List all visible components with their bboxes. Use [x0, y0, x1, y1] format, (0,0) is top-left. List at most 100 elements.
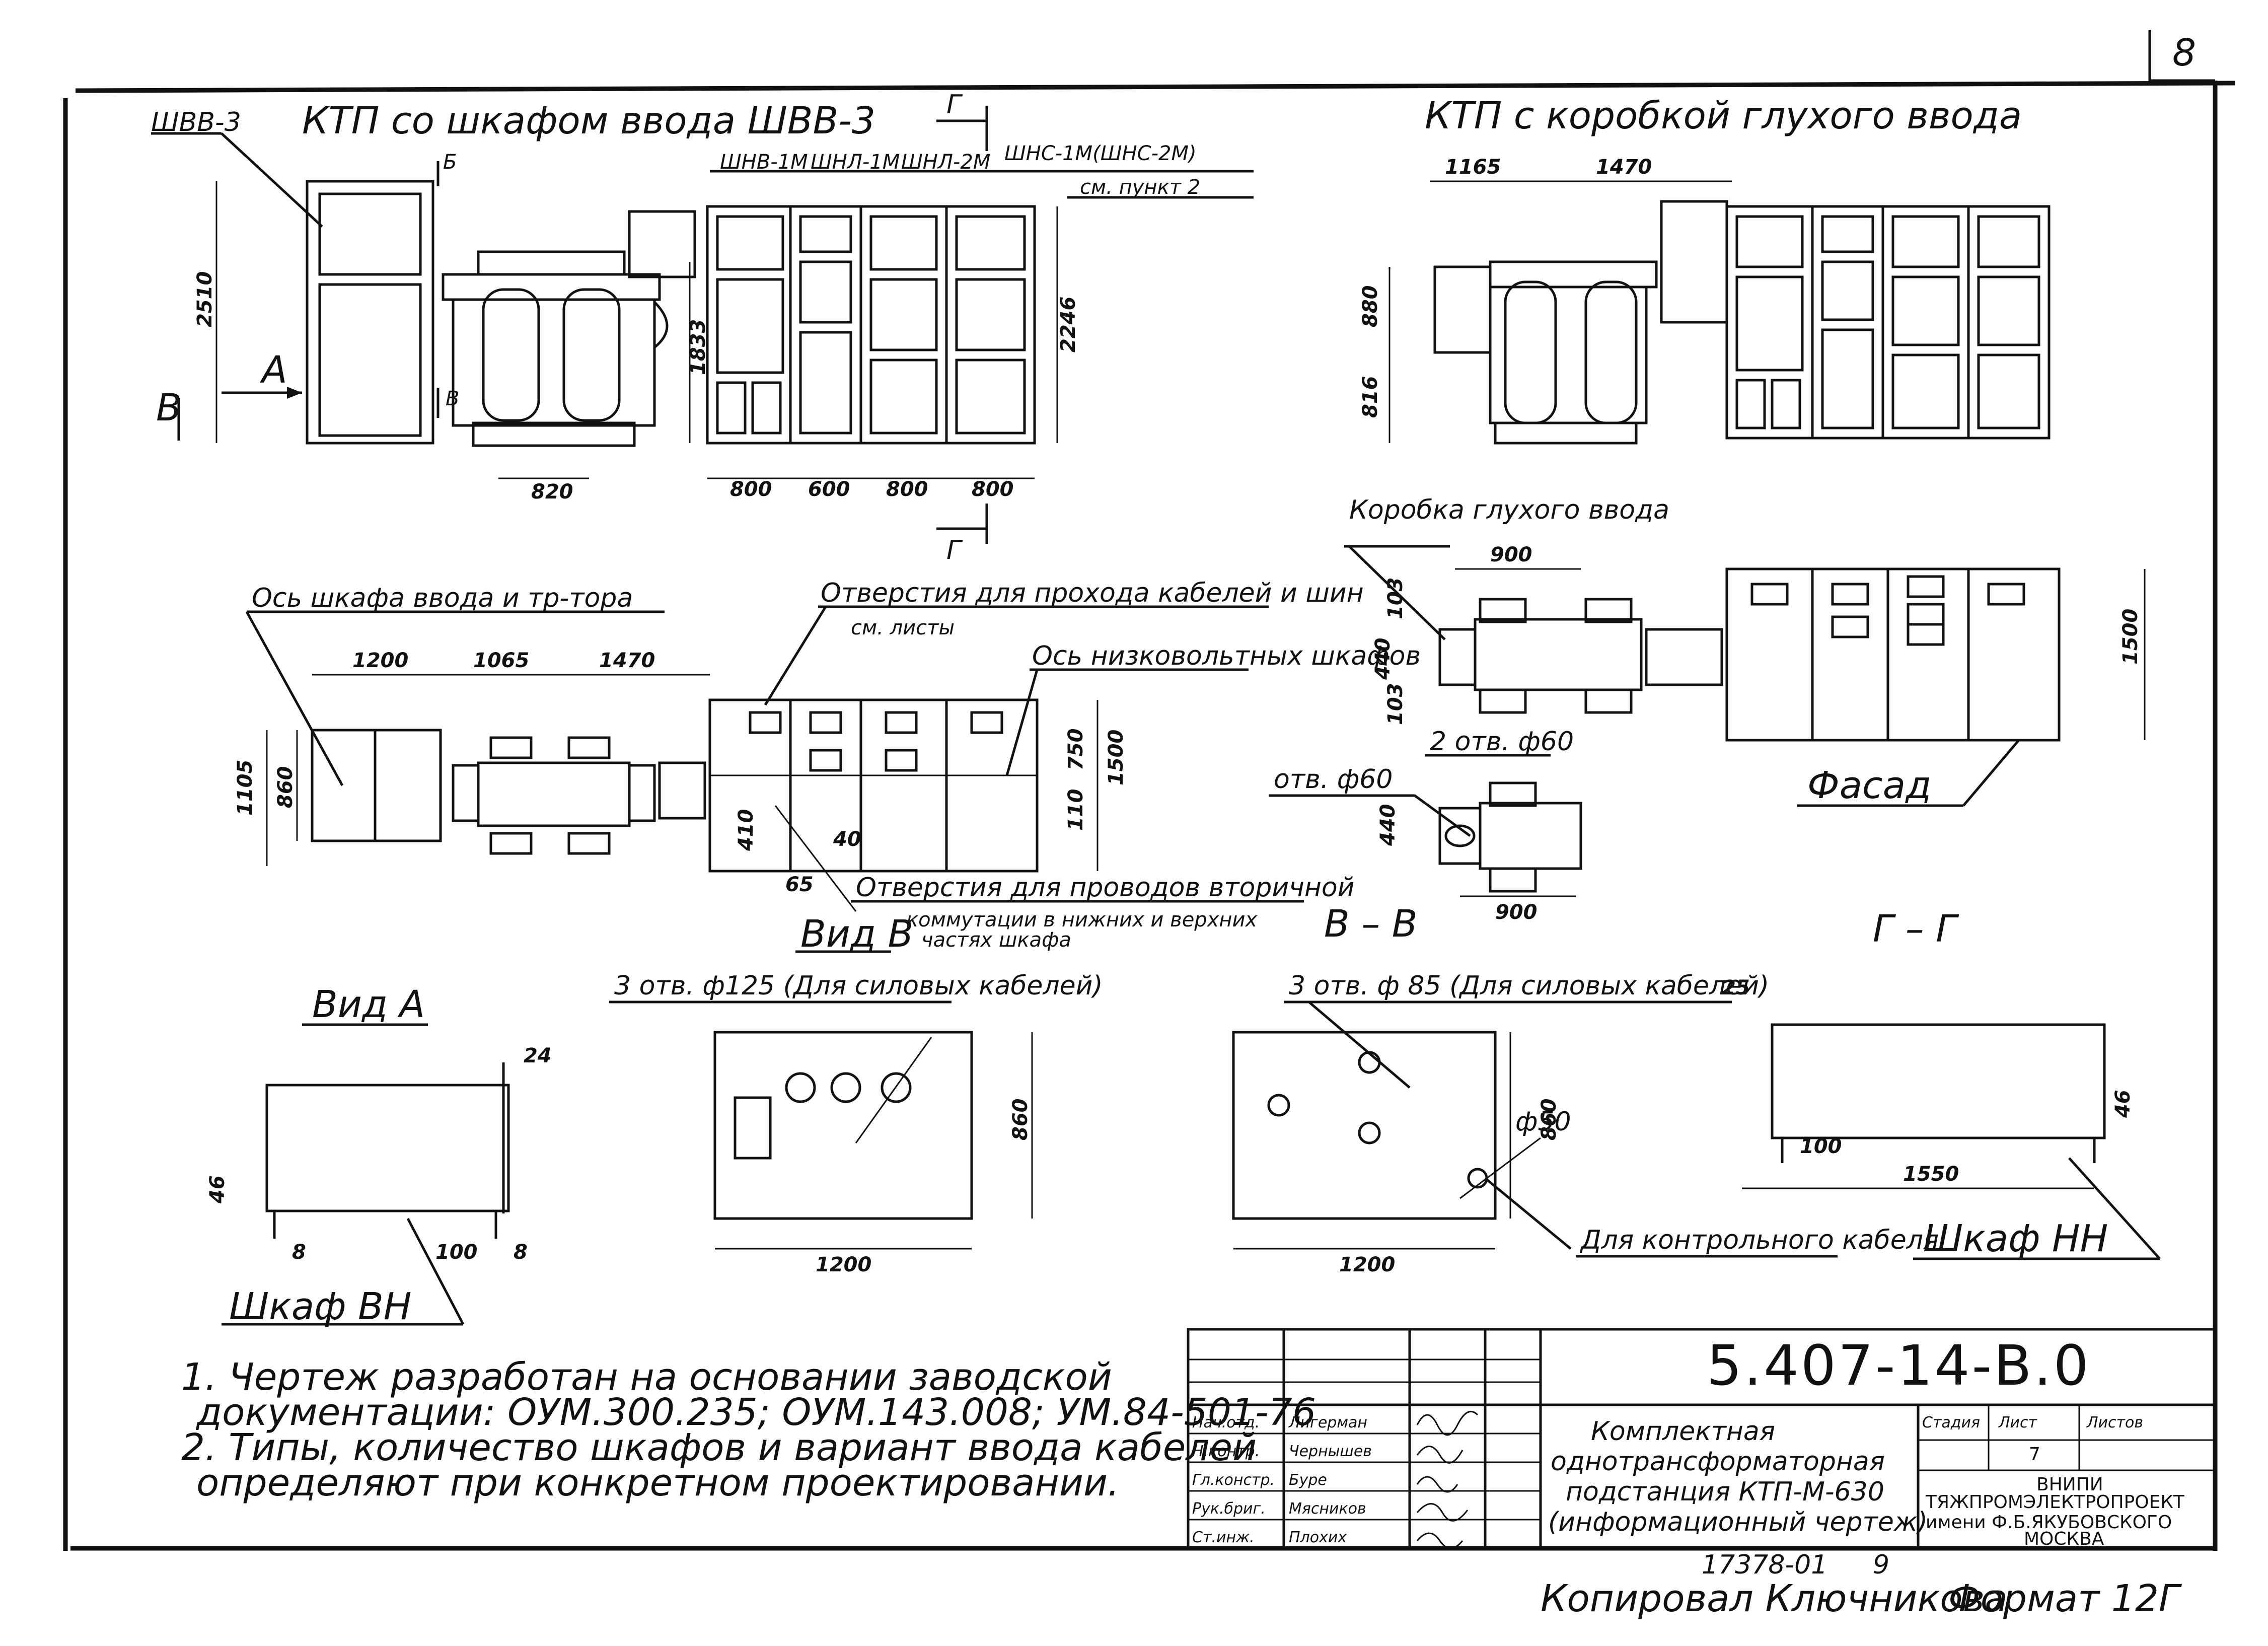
dim-8a: 8 — [292, 1241, 306, 1264]
dim-103b: 103 — [1384, 683, 1407, 726]
copied-by: Копировал Ключникова — [1541, 1577, 2008, 1620]
dim-880: 880 — [1359, 285, 1382, 328]
cab-vn-label: Шкаф ВН — [229, 1285, 411, 1328]
title-block: 5.407-14-В.0 Нач.отд. Н.контр. Гл.констр… — [1187, 1328, 2217, 1550]
openings-wires-2: коммутации в нижних и верхних — [906, 908, 1258, 932]
mark-b-top: Б — [443, 151, 457, 174]
cab-nn-label: Шкаф НН — [1923, 1217, 2108, 1260]
role-4: Рук.бриг. — [1192, 1500, 1266, 1518]
holes-85-label: 3 отв. ф 85 (Для силовых кабелей) — [1289, 971, 1769, 1001]
openings-wires-1: Отверстия для проводов вторичной — [856, 873, 1354, 903]
note-1b: документации: ОУМ.300.235; ОУМ.143.008; … — [195, 1391, 1316, 1434]
dim-25: 25 — [1722, 976, 1750, 999]
doc-code: 5.407-14-В.0 — [1707, 1333, 2091, 1398]
axis-input-label: Ось шкафа ввода и тр-тора — [252, 583, 633, 613]
footer: 17378-01 9 Копировал Ключникова Формат 1… — [1541, 1550, 2182, 1620]
dim-1165: 1165 — [1445, 156, 1501, 179]
dim-100g: 100 — [1800, 1135, 1842, 1158]
dim-1105: 1105 — [234, 760, 257, 816]
dim-1200bb: 1200 — [1339, 1253, 1395, 1276]
dim-46g: 46 — [2111, 1090, 2135, 1118]
cab-label-4: ШНС-1М(ШНС-2М) — [1004, 142, 1197, 165]
note-1a: 1. Чертеж разработан на основании заводс… — [181, 1355, 1112, 1399]
dim-100: 100 — [435, 1241, 478, 1264]
dim-750: 750 — [1064, 729, 1087, 771]
name-5: Плохих — [1289, 1529, 1347, 1546]
dim-2246: 2246 — [1057, 297, 1080, 352]
plan-left: Ось шкафа ввода и тр-тора 1200 1065 1470… — [234, 578, 1421, 956]
control-cable-label: Для контрольного кабеля — [1580, 1225, 1939, 1255]
role-2: Н.контр. — [1192, 1443, 1260, 1460]
dim-800c: 800 — [972, 478, 1014, 501]
bottom-views: Вид А 24 46 8 100 8 Шкаф ВН 3 отв. ф125 … — [206, 971, 2161, 1328]
two-holes-label: 2 отв. ф60 — [1430, 727, 1574, 757]
view-a-label: Вид А — [312, 983, 425, 1026]
dim-1470: 1470 — [599, 649, 655, 672]
org-3: имени Ф.Б.ЯКУБОВСКОГО — [1926, 1512, 2172, 1533]
sheets-label: Листов — [2086, 1414, 2143, 1432]
dim-40: 40 — [833, 828, 861, 851]
dim-1200: 1200 — [352, 649, 408, 672]
dim-860v: 860 — [1009, 1099, 1032, 1141]
see-item-2: см. пункт 2 — [1080, 176, 1200, 199]
dim-1550: 1550 — [1903, 1163, 1959, 1186]
desc-1: Комплектная — [1591, 1416, 1775, 1447]
dim-900: 900 — [1490, 543, 1532, 566]
desc-3: подстанция КТП-М-630 — [1566, 1477, 1884, 1507]
signature-1 — [1416, 1410, 1479, 1436]
archive-small: 9 — [1873, 1550, 1889, 1580]
dim-1500: 1500 — [1105, 730, 1128, 785]
dim-410: 410 — [735, 809, 758, 852]
holes-125-label: 3 отв. ф125 (Для силовых кабелей) — [614, 971, 1103, 1001]
dim-24: 24 — [524, 1044, 552, 1067]
dim-65: 65 — [785, 873, 814, 896]
name-4: Мясников — [1289, 1500, 1366, 1518]
right-view-title: КТП с коробкой глухого ввода — [1425, 94, 2022, 137]
note-2b: определяют при конкретном проектировании… — [196, 1461, 1120, 1505]
org-4: МОСКВА — [2024, 1529, 2104, 1549]
name-3: Буре — [1289, 1471, 1327, 1489]
dim-2510: 2510 — [193, 271, 216, 327]
dim-860bb: 860 — [1538, 1099, 1561, 1141]
hole-50-label: ф50 — [1515, 1107, 1571, 1137]
org-2: ТЯЖПРОМЭЛЕКТРОПРОЕКТ — [1925, 1492, 2185, 1513]
sheet-value: 7 — [2029, 1444, 2040, 1465]
note-2a: 2. Типы, количество шкафов и вариант вво… — [181, 1426, 1257, 1469]
left-view-title: КТП со шкафом ввода ШВВ-3 — [302, 99, 875, 142]
openings-cables-label: Отверстия для прохода кабелей и шин — [821, 578, 1364, 608]
dim-900b: 900 — [1495, 901, 1538, 924]
dim-8b: 8 — [514, 1241, 528, 1264]
stage-label: Стадия — [1922, 1414, 1980, 1432]
dim-46: 46 — [206, 1175, 229, 1204]
signature-4 — [1416, 1503, 1469, 1522]
section-gg-label: Г – Г — [1873, 907, 1959, 951]
role-1: Нач.отд. — [1192, 1414, 1260, 1432]
mark-v-left: В — [156, 386, 182, 430]
dim-440: 440 — [1371, 638, 1395, 681]
org-1: ВНИПИ — [2036, 1474, 2103, 1495]
dim-820: 820 — [531, 480, 573, 504]
page-number: 8 — [2172, 31, 2196, 75]
top-right-elevation: КТП с коробкой глухого ввода 1165 1470 8… — [1359, 94, 2051, 445]
hole-60-label: отв. ф60 — [1274, 764, 1393, 795]
axis-lv-label-1: Ось низковольтных шкафов — [1032, 641, 1421, 671]
signature-3 — [1416, 1476, 1458, 1493]
dim-1065: 1065 — [473, 649, 529, 672]
dim-800a: 800 — [730, 478, 772, 501]
arrow-a-label: А — [260, 348, 287, 392]
format-label: Формат 12Г — [1948, 1577, 2182, 1620]
dim-600: 600 — [808, 478, 850, 501]
dim-1200v: 1200 — [816, 1253, 871, 1276]
box-label-1: Коробка глухого ввода — [1349, 495, 1669, 525]
signature-5 — [1416, 1532, 1464, 1549]
cab-label-3: ШНЛ-2М — [901, 151, 990, 174]
dim-816: 816 — [1359, 376, 1382, 418]
dim-1500r: 1500 — [2119, 609, 2142, 665]
openings-wires-3: частях шкафа — [921, 928, 1071, 952]
role-3: Гл.констр. — [1192, 1471, 1275, 1489]
mark-g-top: Г — [946, 90, 963, 120]
dim-860: 860 — [274, 766, 297, 809]
name-2: Чернышев — [1289, 1443, 1372, 1460]
top-left-elevation: КТП со шкафом ввода ШВВ-3 ШВВ-3 Б В 2510… — [151, 90, 1254, 565]
dim-1470r: 1470 — [1596, 156, 1652, 179]
